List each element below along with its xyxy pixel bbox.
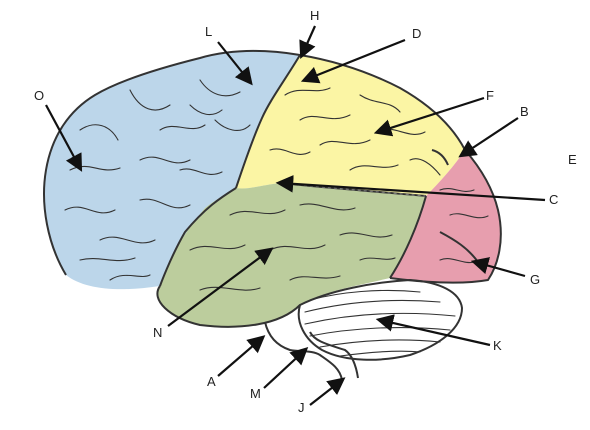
parietal-lobe <box>236 55 465 196</box>
leader-lines <box>45 25 546 406</box>
gyri-folds <box>64 79 489 291</box>
label-H: H <box>310 8 319 23</box>
label-D: D <box>412 26 421 41</box>
label-C: C <box>549 192 558 207</box>
label-N: N <box>153 325 162 340</box>
label-M: M <box>250 386 261 401</box>
label-L: L <box>205 24 212 39</box>
label-B: B <box>520 104 529 119</box>
label-J: J <box>298 400 305 415</box>
temporal-lobe <box>157 183 427 327</box>
label-K: K <box>493 338 502 353</box>
frontal-lobe <box>44 50 300 290</box>
label-O: O <box>34 88 44 103</box>
label-E: E <box>568 152 577 167</box>
occipital-lobe <box>390 150 501 283</box>
label-G: G <box>530 272 540 287</box>
label-A: A <box>207 374 216 389</box>
label-F: F <box>486 88 494 103</box>
